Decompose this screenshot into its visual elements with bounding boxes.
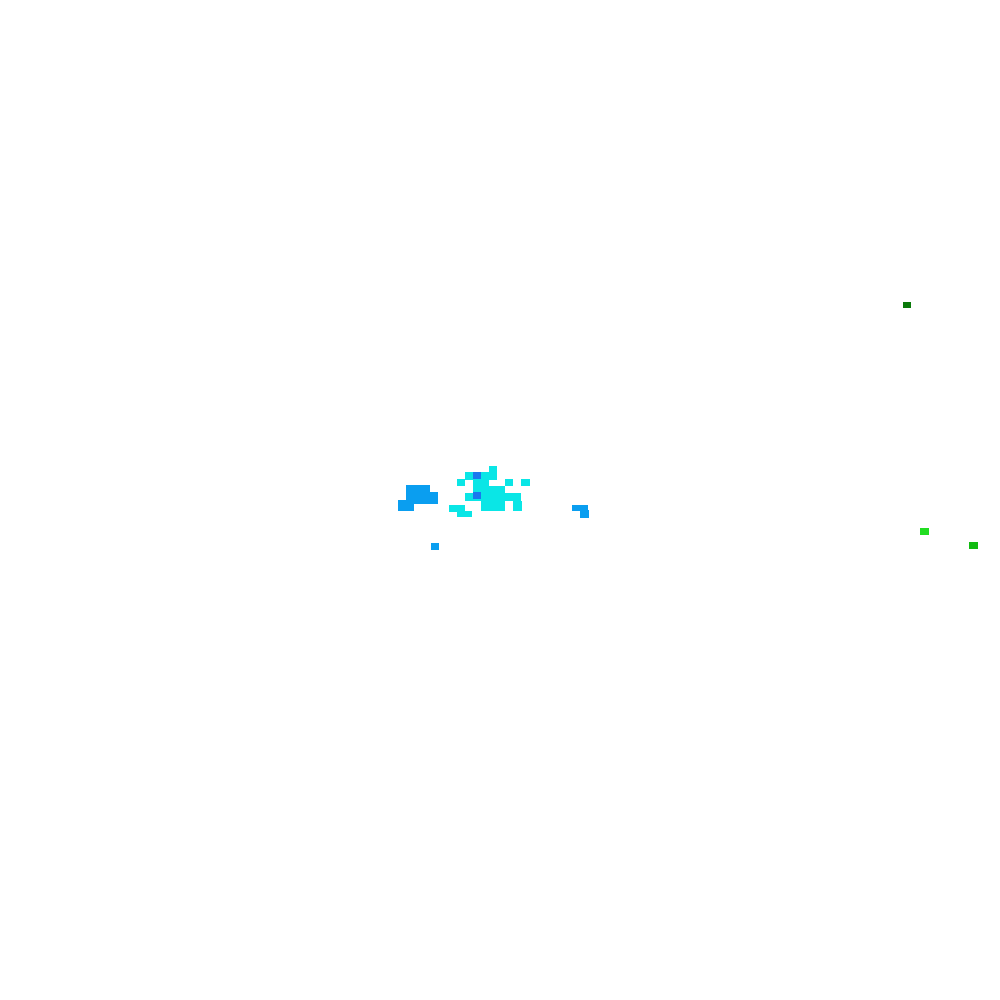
blue-pixel	[473, 492, 481, 499]
blue-pixel	[406, 485, 430, 493]
cyan-pixel	[481, 501, 505, 511]
green-pixel	[969, 542, 978, 549]
blue-pixel	[580, 510, 589, 518]
green-pixel	[903, 302, 911, 308]
cyan-pixel	[513, 501, 522, 511]
cyan-pixel	[465, 493, 521, 501]
cyan-pixel	[449, 505, 465, 512]
blue-pixel	[431, 543, 439, 550]
cyan-pixel	[481, 472, 497, 480]
cyan-pixel	[465, 472, 473, 480]
blue-pixel	[473, 472, 481, 479]
blue-pixel	[398, 500, 414, 511]
cyan-pixel	[457, 511, 472, 517]
cyan-pixel	[505, 479, 513, 486]
cyan-pixel	[473, 486, 505, 493]
blue-pixel	[572, 505, 588, 511]
cyan-pixel	[457, 479, 465, 486]
cyan-pixel	[521, 479, 530, 486]
green-pixel	[920, 528, 929, 535]
cyan-pixel	[489, 466, 497, 474]
cyan-pixel	[473, 479, 489, 487]
